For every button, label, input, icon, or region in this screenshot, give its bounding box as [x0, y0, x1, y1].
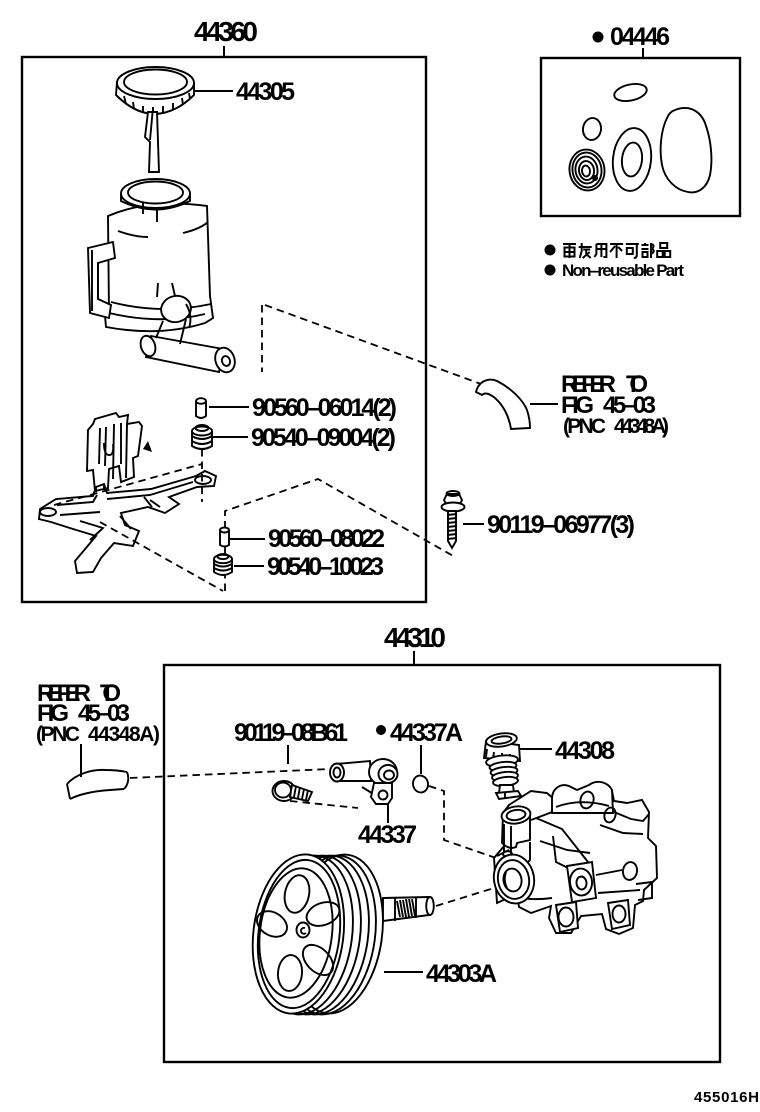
svg-text:90560–08022: 90560–08022 [268, 525, 385, 553]
svg-text:REFER: REFER [561, 371, 616, 398]
svg-text:44308: 44308 [555, 737, 615, 765]
svg-text:90540–10023: 90540–10023 [267, 553, 384, 581]
svg-text:04446: 04446 [610, 23, 670, 51]
svg-text:45–03: 45–03 [603, 392, 656, 419]
svg-text:(PNC: (PNC [36, 723, 80, 746]
svg-text:44303A: 44303A [426, 960, 497, 988]
svg-text:44348A): 44348A) [614, 415, 669, 438]
svg-text:90560–06014(2): 90560–06014(2) [252, 394, 397, 422]
svg-text:FIG: FIG [561, 392, 594, 419]
svg-text:44310: 44310 [384, 622, 446, 653]
svg-text:TO: TO [626, 371, 648, 398]
svg-text:44337A: 44337A [390, 719, 463, 747]
svg-text:455016H: 455016H [694, 1089, 759, 1106]
svg-text:44360: 44360 [194, 16, 258, 47]
svg-text:90540–09004(2): 90540–09004(2) [251, 424, 396, 452]
svg-text:TO: TO [100, 680, 121, 707]
svg-text:45–03: 45–03 [78, 700, 130, 727]
svg-text:FIG: FIG [37, 700, 69, 727]
svg-text:Non–reusable Part: Non–reusable Part [562, 261, 684, 280]
svg-text:44348A): 44348A) [88, 723, 160, 746]
svg-text:44305: 44305 [236, 78, 295, 106]
svg-text:44337: 44337 [358, 821, 417, 849]
svg-text:(PNC: (PNC [563, 415, 606, 438]
svg-text:90119–08B61: 90119–08B61 [234, 719, 348, 747]
svg-text:90119–06977(3): 90119–06977(3) [487, 511, 635, 539]
svg-text:REFER: REFER [37, 680, 91, 707]
